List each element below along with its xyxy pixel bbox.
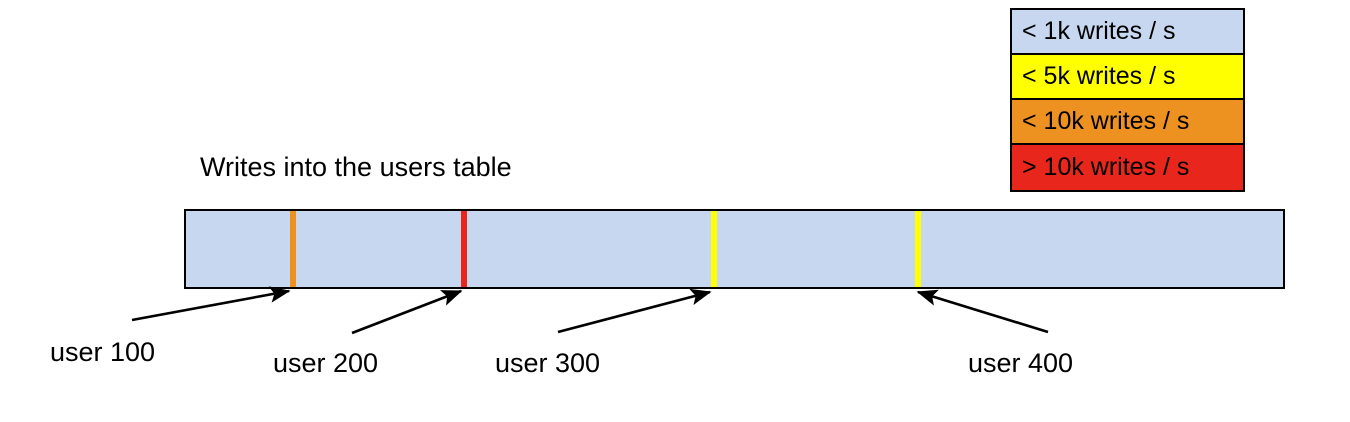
users-table-keyspace-bar — [184, 209, 1285, 289]
label-user-200: user 200 — [273, 348, 379, 378]
arrow-user-100 — [131, 286, 291, 322]
stripe-user-300 — [711, 211, 717, 287]
arrow-user-400 — [916, 289, 1049, 334]
arrow-user-300 — [557, 288, 712, 334]
legend-item-label: < 10k writes / s — [1022, 107, 1190, 135]
stripe-user-400 — [915, 211, 921, 287]
legend-item-lt-1k: < 1k writes / s — [1012, 10, 1243, 55]
stripe-user-200 — [461, 211, 467, 287]
write-rate-legend: < 1k writes / s < 5k writes / s < 10k wr… — [1010, 8, 1245, 192]
legend-item-gt-10k: > 10k writes / s — [1012, 145, 1243, 190]
legend-item-lt-10k: < 10k writes / s — [1012, 100, 1243, 145]
legend-item-lt-5k: < 5k writes / s — [1012, 55, 1243, 100]
chart-title: Writes into the users table — [200, 152, 512, 182]
legend-item-label: > 10k writes / s — [1022, 153, 1190, 181]
label-user-300: user 300 — [495, 348, 601, 378]
label-user-100: user 100 — [50, 337, 156, 367]
arrow-user-200 — [351, 289, 463, 335]
label-user-400: user 400 — [968, 348, 1074, 378]
legend-item-label: < 1k writes / s — [1022, 17, 1176, 45]
stripe-user-100 — [290, 211, 296, 287]
legend-item-label: < 5k writes / s — [1022, 62, 1176, 90]
